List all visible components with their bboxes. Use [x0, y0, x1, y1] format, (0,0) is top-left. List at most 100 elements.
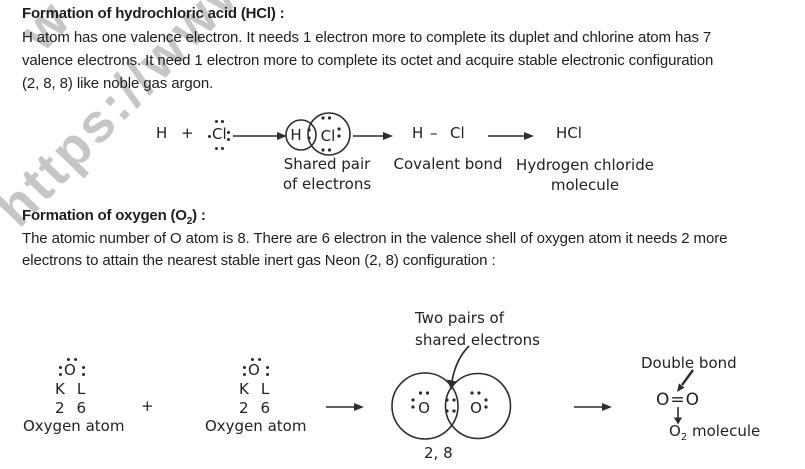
arrow-head	[354, 403, 364, 411]
oxygen-atom-1-lewis: O	[57, 358, 86, 380]
shell-l-count: 6	[260, 399, 271, 417]
arrow-line	[451, 345, 470, 382]
covalent-cl-symbol: Cl	[450, 124, 465, 142]
reaction-arrow-5	[574, 403, 612, 411]
electron-dot	[243, 373, 246, 376]
reaction-arrow-1	[233, 132, 287, 140]
hydrogen-circle	[285, 119, 317, 151]
venn-chlorine-symbol: Cl	[321, 127, 336, 145]
chlorine-circle	[307, 112, 351, 156]
molecule-word: molecule	[687, 422, 761, 440]
arrow-head	[383, 132, 393, 140]
electron-dot	[227, 138, 230, 141]
oxygen-circle-right	[444, 372, 512, 440]
shell-k-count: 2	[55, 399, 65, 417]
shell-l-label: L	[260, 380, 270, 398]
product-name-line1: Hydrogen chloride	[516, 156, 654, 174]
electron-dot	[251, 358, 254, 361]
venn-oxygen-right-symbol: O	[470, 399, 482, 417]
o2-double-bond-formula: O=O	[656, 390, 701, 410]
electron-dot	[243, 366, 246, 369]
electron-dots	[411, 391, 488, 413]
reaction-arrow-2	[353, 132, 393, 140]
product-name-label: Hydrogen chloride molecule	[512, 155, 658, 195]
electron-dot	[208, 135, 211, 138]
electron-dot	[258, 358, 261, 361]
oxygen-atom-2-lewis: O	[241, 358, 270, 380]
covalent-h-symbol: H	[412, 124, 424, 142]
electron-counts-1: 2 6	[55, 399, 86, 417]
oxygen-symbol: O	[248, 361, 260, 379]
o2-venn-diagram: O O	[391, 372, 512, 440]
electron-dot	[82, 366, 85, 369]
o2-heading-subscript: 2	[186, 216, 193, 227]
arrow-head	[524, 132, 534, 140]
oxygen-atom-2-label: Oxygen atom	[205, 417, 307, 435]
electron-dot	[74, 358, 77, 361]
o2-molecule-label: O2 molecule	[669, 422, 760, 443]
arrow-head	[674, 417, 682, 425]
electron-config-label: 2, 8	[424, 444, 453, 462]
shell-l-count: 6	[76, 399, 87, 417]
arrow-head	[602, 403, 612, 411]
shell-k-label: K	[55, 380, 65, 398]
shell-labels-1: K L	[55, 380, 85, 398]
molecule-subscript: 2	[680, 432, 688, 443]
arrow-head	[677, 383, 685, 392]
electron-dot	[227, 131, 230, 134]
hydrogen-atom-symbol: H	[156, 124, 168, 142]
electron-dot	[82, 373, 85, 376]
shared-pair-venn-diagram: H Cl	[285, 112, 351, 156]
chlorine-lewis-structure: Cl	[203, 114, 233, 154]
electron-dot	[221, 147, 224, 150]
plus-sign: +	[141, 397, 154, 415]
two-pairs-annotation: Two pairs of shared electrons	[415, 307, 540, 351]
o2-paragraph-line-2: electrons to attain the nearest stable i…	[22, 252, 496, 269]
double-bond-label: Double bond	[641, 354, 737, 372]
product-name-line2: molecule	[550, 176, 620, 194]
o2-paragraph-line-1: The atomic number of O atom is 8. There …	[22, 230, 728, 247]
down-arrow	[674, 407, 682, 425]
oxygen-atom-1-label: Oxygen atom	[23, 417, 125, 435]
venn-oxygen-left-symbol: O	[418, 399, 430, 417]
plus-sign: +	[181, 124, 194, 142]
arrow-head	[447, 379, 457, 390]
hcl-paragraph-line-1: H atom has one valence electron. It need…	[22, 29, 712, 46]
hcl-formula: HCl	[556, 124, 582, 142]
shell-k-count: 2	[239, 399, 249, 417]
o2-heading-suffix: ) :	[192, 207, 206, 224]
annotation-line2: shared electrons	[415, 331, 540, 349]
covalent-bond-dash: –	[430, 124, 438, 142]
annotation-pointer-arrow	[447, 345, 470, 390]
chlorine-symbol: Cl	[212, 125, 227, 143]
o2-heading-text: Formation of oxygen (O	[22, 207, 187, 224]
electron-dot	[215, 147, 218, 150]
hcl-paragraph-line-2: valence electrons. It need 1 electron mo…	[22, 52, 714, 69]
shell-labels-2: K L	[239, 380, 269, 398]
electron-dot	[266, 373, 269, 376]
shared-pair-label: Shared pair of electrons	[279, 154, 375, 194]
electron-dot	[59, 373, 62, 376]
shell-k-label: K	[239, 380, 249, 398]
hcl-paragraph-line-3: (2, 8, 8) like noble gas argon.	[22, 75, 214, 92]
shell-l-label: L	[76, 380, 86, 398]
oxygen-symbol: O	[64, 361, 76, 379]
venn-hydrogen-symbol: H	[290, 126, 301, 144]
electron-dot	[59, 366, 62, 369]
arrow-line	[681, 369, 694, 386]
oxygen-circle-left	[391, 372, 459, 440]
covalent-bond-label: Covalent bond	[393, 155, 503, 173]
electron-dot	[266, 366, 269, 369]
shared-pair-label-line1: Shared pair	[283, 155, 371, 173]
o2-section-heading: Formation of oxygen (O2) :	[22, 207, 206, 227]
electron-dots	[307, 116, 341, 152]
arrow-head	[277, 132, 287, 140]
reaction-arrow-3	[488, 132, 534, 140]
double-bond-pointer-arrow	[677, 369, 694, 392]
molecule-symbol: O	[669, 422, 681, 440]
reaction-arrow-4	[326, 403, 364, 411]
electron-counts-2: 2 6	[239, 399, 270, 417]
shared-pair-label-line2: of electrons	[282, 175, 372, 193]
electron-dot	[221, 120, 224, 123]
hcl-section-heading: Formation of hydrochloric acid (HCl) :	[22, 5, 285, 22]
